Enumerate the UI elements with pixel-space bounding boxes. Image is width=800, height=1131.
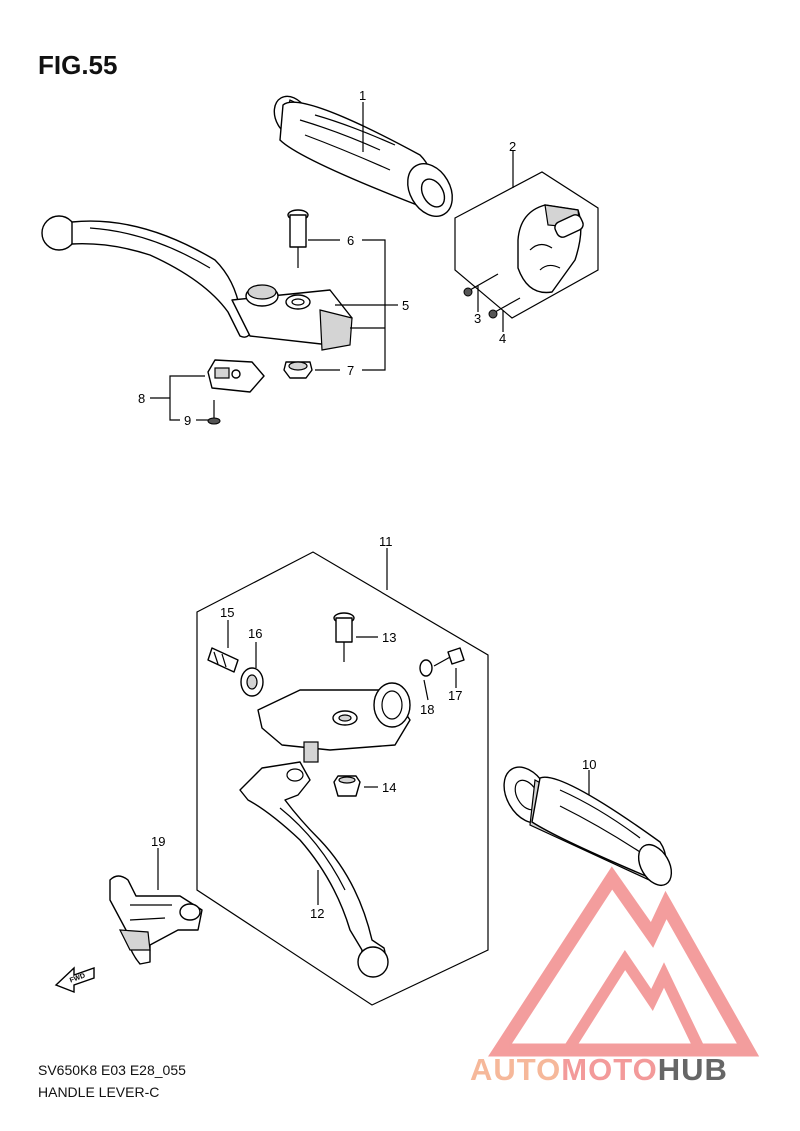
- fwd-arrow-icon: FWD: [54, 966, 95, 994]
- grip-left[interactable]: [495, 759, 678, 891]
- throttle-housing[interactable]: [517, 204, 585, 294]
- callout-12: 12: [310, 906, 324, 921]
- model-code: SV650K8 E03 E28_055: [38, 1062, 186, 1078]
- figure-title: FIG.55: [38, 50, 118, 80]
- callout-13: 13: [382, 630, 396, 645]
- brake-switch[interactable]: [207, 359, 265, 393]
- callout-2: 2: [509, 139, 516, 154]
- front-brake-lever[interactable]: [41, 215, 353, 351]
- clutch-lever-bracket[interactable]: [257, 682, 411, 763]
- callout-11: 11: [379, 534, 393, 549]
- clutch-lever-assy-frame: [196, 551, 489, 1006]
- bolt-17[interactable]: [433, 647, 465, 667]
- lock-nut-16[interactable]: [240, 667, 264, 697]
- watermark-brand: AUTOMOTOHUB: [470, 1052, 728, 1087]
- washer-18[interactable]: [419, 659, 433, 677]
- figure-caption: HANDLE LEVER-C: [38, 1084, 160, 1100]
- watermark-logo-icon: [488, 866, 760, 1057]
- callout-6: 6: [347, 233, 354, 248]
- callout-18: 18: [420, 702, 434, 717]
- callout-1: 1: [359, 88, 366, 103]
- callout-16: 16: [248, 626, 262, 641]
- nut-14[interactable]: [333, 775, 361, 797]
- callout-labels: 1 2 3 4 5 6 7 8 9 10 11 12 13 14 15 16 1…: [138, 88, 596, 921]
- grip-right-throttle[interactable]: [267, 90, 461, 224]
- lever-nut-7[interactable]: [283, 361, 313, 379]
- callout-5: 5: [402, 298, 409, 313]
- pivot-bolt-13[interactable]: [333, 612, 355, 662]
- callout-14: 14: [382, 780, 396, 795]
- housing-screw-4[interactable]: [488, 297, 521, 319]
- callout-4: 4: [499, 331, 506, 346]
- adjuster-screw-15[interactable]: [207, 647, 239, 673]
- housing-kit-frame: [454, 171, 599, 319]
- callout-10: 10: [582, 757, 596, 772]
- clutch-switch[interactable]: [109, 875, 203, 965]
- callout-7: 7: [347, 363, 354, 378]
- switch-screw-9[interactable]: [207, 400, 221, 425]
- lever-pivot-bolt-6[interactable]: [287, 209, 309, 268]
- clutch-lever[interactable]: [239, 761, 389, 978]
- callout-9: 9: [184, 413, 191, 428]
- callout-3: 3: [474, 311, 481, 326]
- callout-15: 15: [220, 605, 234, 620]
- callout-17: 17: [448, 688, 462, 703]
- callout-8: 8: [138, 391, 145, 406]
- housing-screw-3[interactable]: [463, 273, 499, 297]
- callout-19: 19: [151, 834, 165, 849]
